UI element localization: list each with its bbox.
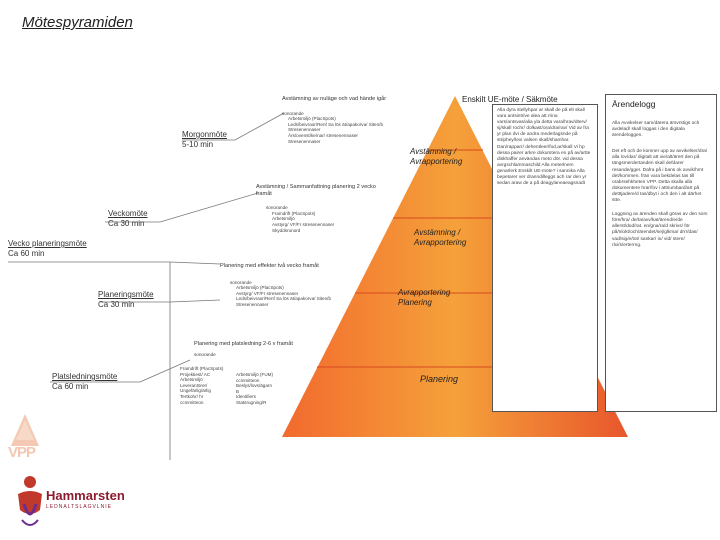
agenda-heading: Planering med effekter två vecko framåt (220, 263, 319, 269)
agenda-item: Stresenennaser (288, 127, 321, 133)
pyramid-level-2-text: Avstämning / Avrapportering (414, 228, 467, 247)
hammarsten-logo: Hammarsten LEDNALTSLAGVLNIE (10, 474, 130, 534)
agenda-item: Framdrift (PlacSpots) (180, 366, 224, 371)
arendelogg-label: Ärendelogg (612, 99, 656, 109)
enskilt-label: Enskilt UE-möte / Säkmöte (462, 95, 558, 104)
agenda-morgonmote: Avstämning av nuläge och vad hände igår … (282, 96, 412, 144)
agenda-intro: sonorande (282, 110, 304, 116)
agenda-intro: sonorande (266, 205, 288, 211)
pyramid-level-1-text: Avstämning / Avrapportering (410, 147, 463, 166)
enskilt-box: Alla dyra stellyhpar ar skall de på elt … (492, 104, 598, 412)
connector-line (50, 359, 191, 383)
agenda-item: Arbetsmiljö (PlacSpots) (288, 116, 336, 122)
agenda-intro: sonorande (194, 351, 216, 357)
agenda-item: Beslys/lovs/ägarn (236, 383, 273, 389)
agenda-item: Stresenennaser (288, 138, 321, 144)
agenda-item: Arbetsmiljö (272, 216, 295, 222)
agenda-item: Arbetsmiljö (PlacSpots) (236, 285, 284, 291)
agenda-item: ccmmitteon (180, 399, 204, 405)
pyramid-level-3-text: Avrapportering Planering (398, 288, 451, 307)
agenda-item: Leds/beivraor/Renf Sa lös ät/apakorva/ S… (288, 121, 383, 127)
agenda-item: Skyddsrunord (272, 227, 301, 233)
agenda-item: Leverantörer/ (180, 382, 208, 388)
agenda-planeringsmote: Planering med effekter två vecko framåt … (220, 263, 350, 308)
agenda-item: Framdrift (PlacSpots) (272, 210, 316, 216)
agenda-platsledningsmote-col1: Framdrift (PlacSpots) Projektiest/ AC Ar… (180, 366, 235, 405)
page-title: Mötespyramiden (22, 14, 133, 31)
agenda-veckomote: Avstämning / Sammanfattning planering 2 … (256, 184, 386, 233)
pyramid-level-4-text: Planering (420, 374, 459, 384)
agenda-item: Arbetsmiljö (180, 377, 203, 383)
agenda-heading: Avstämning av nuläge och vad hände igår (282, 96, 387, 102)
connector-line (182, 112, 285, 141)
agenda-item: Avstyrg/ VF/Fr stresenennaser (272, 221, 335, 227)
arendelogg-box: Ärendelogg Alla Avvikelser sam/därera är… (605, 94, 717, 412)
agenda-item: B (236, 388, 240, 394)
arendelogg-paragraph: Loggning av ärenden skall göras av den s… (612, 212, 708, 248)
agenda-item: Tertkohr/ hr (180, 393, 204, 399)
agenda-item: Identifiers (236, 394, 256, 400)
agenda-platsledningsmote: Planering med platsledning 2-6 v framåt … (194, 341, 324, 357)
agenda-item: Ärs/ovenst/ke/nar/ stresenennaser (288, 132, 358, 138)
agenda-item: ccmmitteon (236, 377, 260, 383)
agenda-heading: Planering med platsledning 2-6 v framåt (194, 341, 293, 347)
arendelogg-paragraph: Alla Avvikelser sam/därera ärsvrstigs oc… (612, 121, 700, 139)
agenda-item: Statsrugning/R (236, 399, 267, 405)
agenda-heading: Avstämning / Sammanfattning planering 2 … (256, 184, 376, 197)
connector-line (105, 192, 259, 223)
agenda-item: Leds/beivraor/Renf Sa lös ät/apakorva/ S… (236, 296, 331, 302)
agenda-item: Stresenennaser (236, 301, 269, 307)
enskilt-text: Alla dyra stellyhpar ar skall de på elt … (497, 108, 591, 187)
agenda-item: Arbetsmiljö (FUM) (236, 372, 274, 377)
vpp-logo: VPP (8, 412, 42, 464)
agenda-item: Projektiest/ AC (180, 371, 211, 377)
connector-line (8, 261, 221, 265)
arendelogg-paragraph: Det eft och de komner upp av avvikelser/… (612, 149, 708, 204)
agenda-item: Avstyrg/ VF/Fr stresenennaser (236, 290, 299, 296)
agenda-item: Ungefärlig/ärlig (180, 388, 211, 394)
agenda-intro: sonorande (230, 279, 252, 285)
agenda-platsledningsmote-col2: Arbetsmiljö (FUM) ccmmitteon Beslys/lovs… (236, 372, 288, 406)
